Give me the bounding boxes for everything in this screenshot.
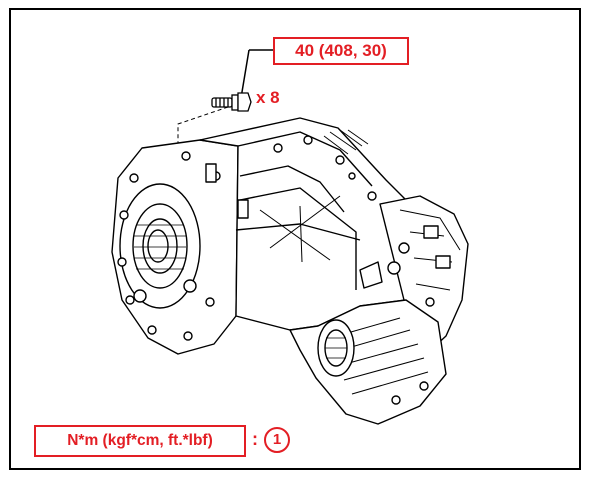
torque-callout: 40 (408, 30) (273, 37, 409, 65)
legend-separator: : (252, 429, 258, 449)
bolt-icon (211, 92, 252, 112)
legend-marker-circle: 1 (264, 427, 290, 453)
bolt-count: x 8 (256, 88, 280, 107)
torque-units-legend: N*m (kgf*cm, ft.*lbf) (34, 425, 246, 457)
